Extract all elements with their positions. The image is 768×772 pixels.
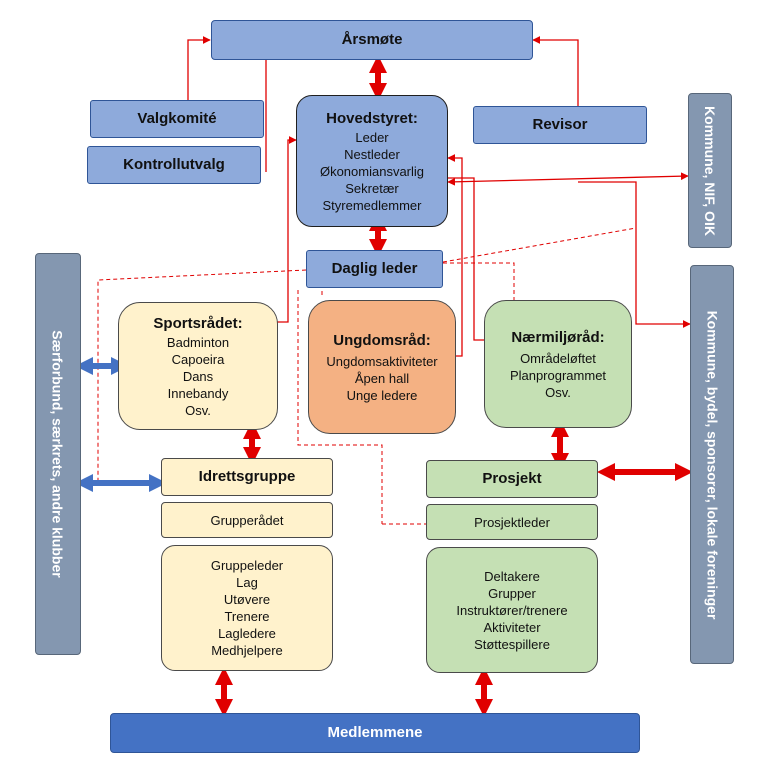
narmiljorad-item: Osv. — [545, 384, 571, 400]
valgkomite-box: Valgkomité — [90, 100, 264, 138]
daglig-leder-label: Daglig leder — [331, 260, 418, 277]
left-side-box: Særforbund, særkrets, andre klubber — [35, 253, 81, 655]
idrettsgruppe-label: Idrettsgruppe — [198, 468, 296, 485]
right-bottom-label: Kommune, bydel, sponsorer, lokale foreni… — [704, 310, 721, 619]
revisor-label: Revisor — [532, 116, 588, 133]
sportsradet-item: Osv. — [185, 402, 211, 418]
hovedstyret-item: Styremedlemmer — [322, 197, 422, 213]
left-side-label: Særforbund, særkrets, andre klubber — [50, 330, 66, 578]
gruppe-member: Trenere — [224, 609, 270, 624]
prosjekt-member: Grupper — [488, 585, 536, 601]
hovedstyret-box: Hovedstyret: Leder Nestleder Økonomiansv… — [296, 95, 448, 227]
kontrollutvalg-box: Kontrollutvalg — [87, 146, 261, 184]
prosjekt-member: Støttespillere — [474, 636, 550, 652]
narmiljorad-title: Nærmiljøråd: — [511, 328, 605, 346]
arsmote-box: Årsmøte — [211, 20, 533, 60]
prosjekt-label: Prosjekt — [482, 470, 542, 487]
prosjekt-member: Instruktører/trenere — [456, 602, 568, 618]
gruppe-member: Lagledere — [218, 626, 276, 641]
hovedstyret-item: Leder — [355, 129, 389, 145]
narmiljorad-box: Nærmiljøråd: Områdeløftet Planprogrammet… — [484, 300, 632, 428]
revisor-box: Revisor — [473, 106, 647, 144]
daglig-leder-box: Daglig leder — [306, 250, 443, 288]
gruppe-member: Medhjelpere — [211, 643, 283, 658]
prosjekt-members-box: Deltakere Grupper Instruktører/trenere A… — [426, 547, 598, 673]
prosjektleder-box: Prosjektleder — [426, 504, 598, 540]
gruppe-member: Gruppeleder — [210, 558, 284, 573]
ungdomsrad-box: Ungdomsråd: Ungdomsaktiviteter Åpen hall… — [308, 300, 456, 434]
gruppe-member: Utøvere — [223, 592, 271, 607]
gruppe-member: Lag — [236, 575, 258, 590]
valgkomite-label: Valgkomité — [137, 110, 217, 127]
ungdomsrad-item: Ungdomsaktiviteter — [326, 353, 438, 369]
hovedstyret-title: Hovedstyret: — [326, 109, 418, 127]
kontrollutvalg-label: Kontrollutvalg — [123, 156, 225, 173]
grupperadet-label: Grupperådet — [210, 512, 284, 528]
ungdomsrad-title: Ungdomsråd: — [333, 331, 431, 349]
sportsradet-item: Badminton — [166, 334, 230, 350]
grupperadet-box: Grupperådet — [161, 502, 333, 538]
ungdomsrad-item: Unge ledere — [346, 387, 418, 403]
right-bottom-box: Kommune, bydel, sponsorer, lokale foreni… — [690, 265, 734, 664]
prosjekt-member: Aktiviteter — [483, 619, 541, 635]
hovedstyret-item: Økonomiansvarlig — [319, 163, 425, 179]
sportsradet-item: Dans — [182, 368, 214, 384]
sportsradet-title: Sportsrådet: — [153, 314, 243, 332]
sportsradet-item: Capoeira — [171, 351, 225, 367]
medlemmene-box: Medlemmene — [110, 713, 640, 753]
gruppe-members-box: Gruppeleder Lag Utøvere Trenere Lagleder… — [161, 545, 333, 671]
idrettsgruppe-box: Idrettsgruppe — [161, 458, 333, 496]
right-top-label: Kommune, NIF, OIK — [702, 105, 718, 236]
medlemmene-label: Medlemmene — [327, 724, 423, 741]
sportsradet-box: Sportsrådet: Badminton Capoeira Dans Inn… — [118, 302, 278, 430]
ungdomsrad-item: Åpen hall — [354, 370, 410, 386]
prosjektleder-label: Prosjektleder — [474, 514, 550, 530]
prosjekt-box: Prosjekt — [426, 460, 598, 498]
prosjekt-member: Deltakere — [484, 568, 540, 584]
narmiljorad-item: Planprogrammet — [509, 367, 607, 383]
narmiljorad-item: Områdeløftet — [520, 350, 596, 366]
right-top-box: Kommune, NIF, OIK — [688, 93, 732, 248]
hovedstyret-item: Sekretær — [345, 180, 399, 196]
arsmote-label: Årsmøte — [341, 31, 403, 48]
sportsradet-item: Innebandy — [167, 385, 229, 401]
hovedstyret-item: Nestleder — [344, 146, 400, 162]
